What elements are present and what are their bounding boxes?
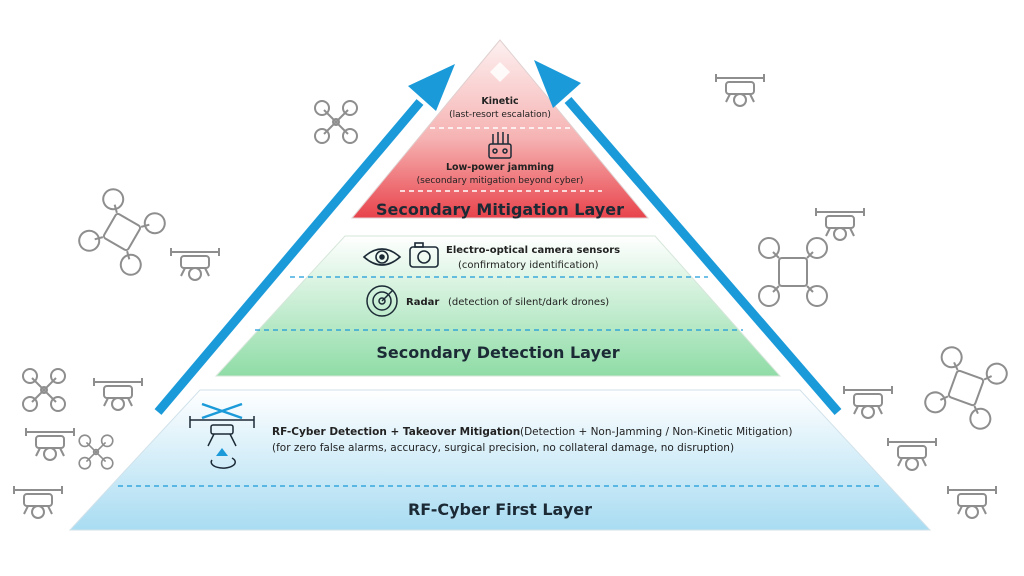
- drone-icon: [13, 485, 63, 519]
- drone-icon: [22, 368, 66, 412]
- drone-icon: [843, 385, 893, 419]
- layer-rf-cyber: RF-Cyber Detection + Takeover Mitigation…: [68, 389, 932, 531]
- drone-icon: [78, 434, 114, 470]
- drone-icon: [314, 100, 358, 144]
- radar-title: Radar: [406, 297, 439, 308]
- layer-title-rf-cyber: RF-Cyber First Layer: [408, 500, 592, 519]
- kinetic-subtitle: (last-resort escalation): [449, 110, 551, 120]
- kinetic-title: Kinetic: [481, 96, 518, 107]
- drone-icon: [715, 73, 765, 107]
- drone-icon: [170, 247, 220, 281]
- takeover-drone-icon: [189, 402, 255, 469]
- layer-title-mitigation: Secondary Mitigation Layer: [376, 200, 624, 219]
- jammer-icon: [488, 132, 512, 159]
- right-arrow-head: [534, 60, 581, 108]
- rf-paren: (Detection + Non-Jamming / Non-Kinetic M…: [520, 426, 792, 438]
- kinetic-icon: [490, 62, 510, 82]
- eye-icon: [362, 248, 402, 266]
- rf-subtitle: (for zero false alarms, accuracy, surgic…: [272, 442, 734, 454]
- jamming-subtitle: (secondary mitigation beyond cyber): [417, 176, 584, 186]
- left-arrow-head: [408, 64, 455, 111]
- left-arrow-shaft: [154, 99, 424, 415]
- eo-title: Electro-optical camera sensors: [446, 245, 620, 256]
- drone-icon: [815, 207, 865, 241]
- right-arrow-shaft: [564, 97, 842, 415]
- escalation-arrows: [154, 60, 842, 415]
- drone-icon: [887, 437, 937, 471]
- drone-icon: [758, 237, 828, 307]
- drone-icon: [74, 184, 170, 280]
- layer-secondary-detection: Electro-optical camera sensors (confirma…: [214, 235, 782, 377]
- drone-icon: [921, 343, 1011, 433]
- layer-title-detection: Secondary Detection Layer: [376, 343, 619, 362]
- drone-icon: [93, 377, 143, 411]
- radar-icon: [366, 285, 398, 317]
- radar-subtitle: (detection of silent/dark drones): [448, 297, 609, 308]
- layer-secondary-mitigation: Kinetic (last-resort escalation) Low-pow…: [350, 39, 650, 219]
- eo-subtitle: (confirmatory identification): [458, 260, 599, 271]
- rf-title: RF-Cyber Detection + Takeover Mitigation: [272, 426, 520, 438]
- drone-icon: [25, 427, 75, 461]
- camera-icon: [409, 242, 439, 268]
- drone-icon: [947, 485, 997, 519]
- jamming-title: Low-power jamming: [446, 162, 554, 173]
